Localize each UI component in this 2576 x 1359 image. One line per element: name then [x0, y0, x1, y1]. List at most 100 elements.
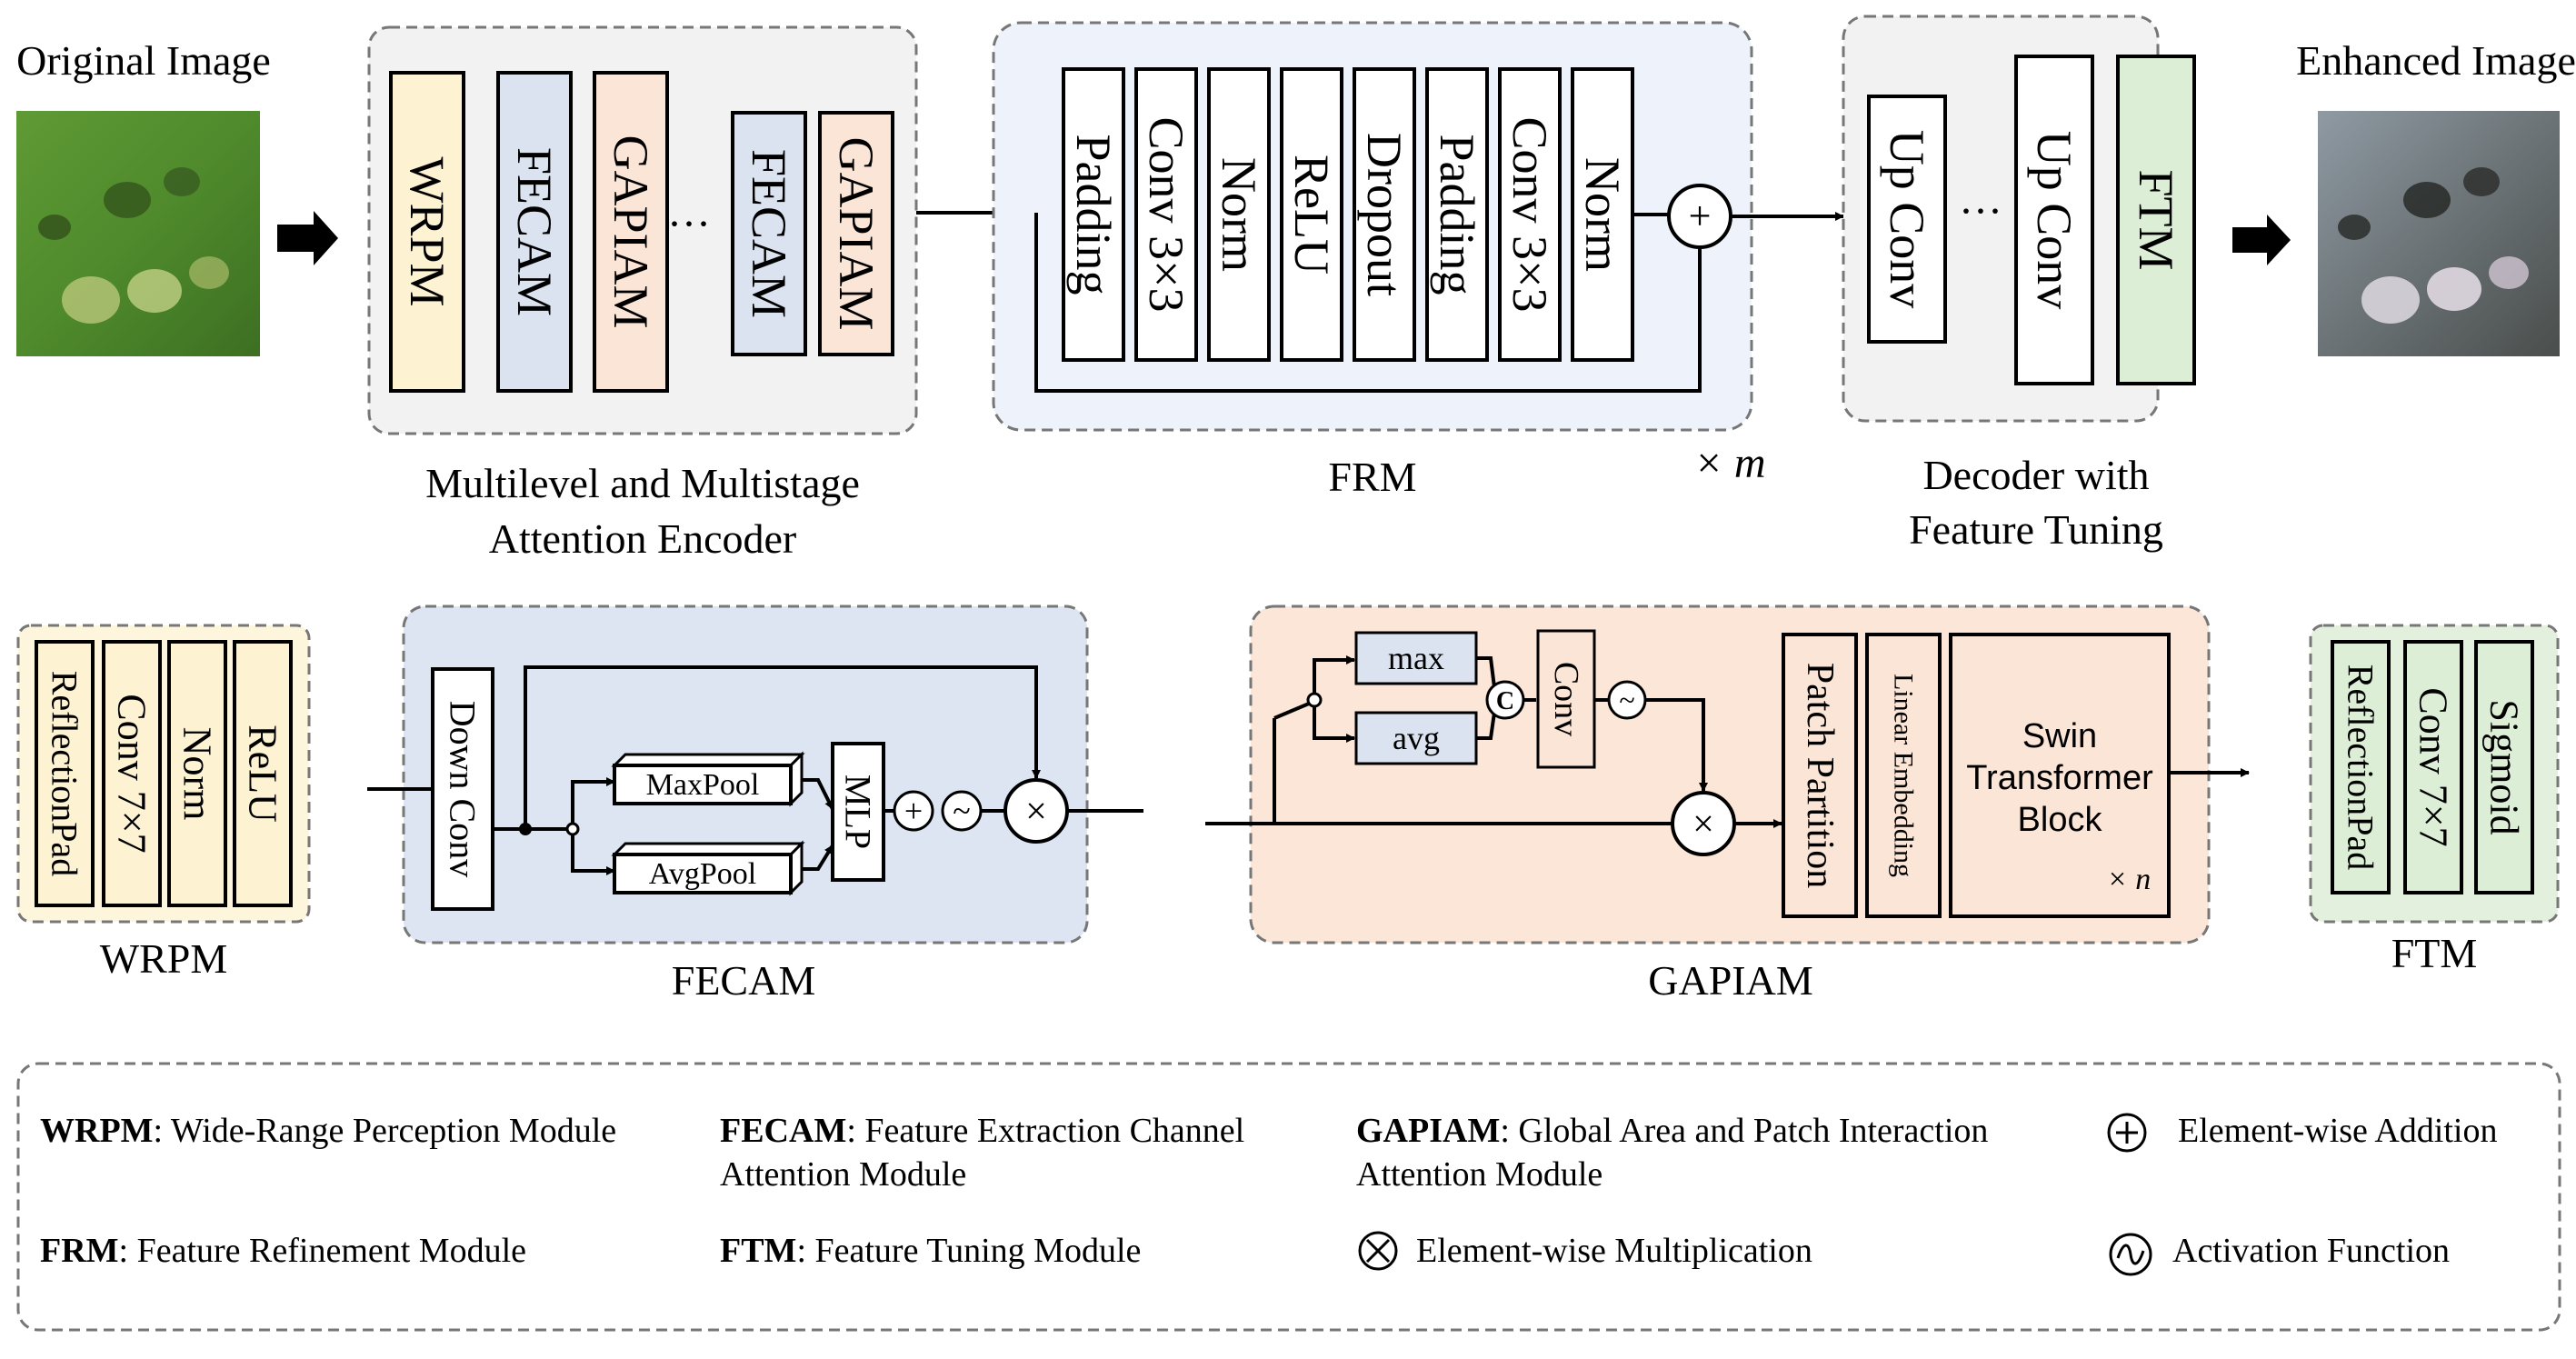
ftm-label-sigmoid: Sigmoid	[2482, 699, 2527, 834]
encoder-caption-line1: Multilevel and Multistage	[425, 460, 860, 506]
gapiam-conv-box	[1536, 629, 1596, 769]
legend: WRPM: Wide-Range Perception Module FECAM…	[40, 1112, 2497, 1276]
fecam-mul-symbol: ×	[1025, 791, 1047, 833]
wrpm-block-1	[35, 640, 95, 907]
gapiam-caption: GAPIAM	[1648, 957, 1812, 1004]
frm-block-1	[1062, 67, 1125, 362]
decoder-label-upconv-2: Up Conv	[2027, 131, 2082, 310]
frm-block-3	[1207, 67, 1271, 362]
frm-block-5	[1353, 67, 1416, 362]
gapiam-swin-line2: Transformer	[1966, 759, 2153, 797]
legend-activation-icon	[2109, 1233, 2152, 1276]
encoder-block-fecam	[496, 71, 573, 393]
legend-ftm: FTM: Feature Tuning Module	[720, 1232, 1141, 1270]
legend-panel	[16, 1062, 2561, 1332]
original-image-label: Original Image	[16, 37, 271, 84]
gapiam-diagram: max avg C Conv ~ × Patch Partition Linea…	[1205, 629, 2250, 918]
encoder-block-gapiam	[593, 71, 669, 393]
legend-wrpm: WRPM: Wide-Range Perception Module	[40, 1112, 616, 1150]
encoder-ellipsis: ···	[667, 200, 711, 248]
gapiam-conv-label: Conv	[1547, 662, 1585, 736]
gapiam-swin-repeat: × n	[2107, 863, 2151, 896]
frm-block-2	[1134, 67, 1198, 362]
fecam-maxpool-box	[613, 764, 793, 805]
encoder-caption-line2: Attention Encoder	[489, 515, 797, 562]
gapiam-patch-partition-label: Patch Partition	[1799, 663, 1841, 888]
gapiam-max-label: max	[1388, 640, 1444, 676]
wrpm-label-conv: Conv 7×7	[110, 694, 155, 853]
decoder-ellipsis: ···	[1959, 187, 2002, 235]
ftm-caption: FTM	[2391, 930, 2478, 976]
legend-addition: Element-wise Addition	[2178, 1112, 2497, 1150]
decoder-caption-line2: Feature Tuning	[1909, 506, 2163, 553]
ftm-blocks: ReflectionPad Conv 7×7 Sigmoid	[2331, 640, 2534, 894]
legend-activation: Activation Function	[2172, 1232, 2450, 1270]
encoder-label-fecam-2: FECAM	[742, 149, 796, 318]
legend-frm: FRM: Feature Refinement Module	[40, 1232, 526, 1270]
wrpm-block-3	[167, 640, 227, 907]
legend-gapiam: GAPIAM: Global Area and Patch Interactio…	[1356, 1112, 1988, 1150]
legend-mul-icon	[1358, 1231, 1398, 1271]
encoder-label-fecam: FECAM	[507, 147, 562, 316]
frm-add-symbol: +	[1689, 194, 1712, 238]
wrpm-caption: WRPM	[100, 935, 228, 982]
frm-label-norm-2: Norm	[1575, 157, 1630, 272]
input-arrow	[277, 211, 338, 265]
frm-label-padding: Padding	[1066, 134, 1121, 295]
legend-gapiam-line2: Attention Module	[1356, 1155, 1603, 1194]
ftm-label-conv: Conv 7×7	[2411, 687, 2456, 846]
gapiam-linear-embedding-box	[1865, 633, 1942, 918]
fecam-diagram: Down Conv MaxPool AvgPool MLP + ~ ×	[367, 665, 1143, 911]
fecam-avgpool-box	[613, 853, 793, 894]
decoder-caption-line1: Decoder with	[1922, 452, 2149, 498]
enhanced-underwater-image	[2318, 111, 2560, 356]
frm-block-8	[1571, 67, 1634, 362]
frm-label-relu: ReLU	[1284, 155, 1339, 275]
gapiam-concat-symbol: C	[1496, 687, 1514, 715]
gapiam-avg-label: avg	[1393, 720, 1440, 756]
fecam-mlp-label: MLP	[838, 774, 879, 849]
decoder-block-upconv-2	[2014, 55, 2094, 385]
wrpm-block-2	[102, 640, 162, 907]
wrpm-label-norm: Norm	[175, 727, 220, 821]
decoder-blocks: Up Conv Up Conv FTM ···	[1867, 55, 2196, 385]
decoder-block-ftm	[2116, 55, 2196, 385]
fecam-maxpool-label: MaxPool	[646, 768, 760, 802]
ftm-block-3	[2474, 640, 2534, 894]
gapiam-linear-embedding-label: Linear Embedding	[1889, 674, 1919, 877]
frm-label-padding-2: Padding	[1430, 134, 1484, 295]
frm-block-4	[1280, 67, 1343, 362]
gapiam-swin-line1: Swin	[2022, 717, 2097, 755]
legend-add-icon	[2107, 1113, 2147, 1153]
frm-label-norm: Norm	[1212, 157, 1266, 272]
wrpm-label-relu: ReLU	[241, 724, 285, 823]
fecam-add-symbol: +	[904, 793, 923, 829]
fecam-caption: FECAM	[672, 957, 815, 1004]
fecam-downconv-label: Down Conv	[443, 701, 484, 877]
frm-block-6	[1425, 67, 1489, 362]
legend-multiplication: Element-wise Multiplication	[1416, 1232, 1812, 1270]
frm-label-dropout: Dropout	[1357, 133, 1412, 296]
encoder-label-gapiam: GAPIAM	[604, 135, 658, 328]
wrpm-block-4	[233, 640, 293, 907]
wrpm-label-reflectionpad: ReflectionPad	[45, 671, 85, 877]
ftm-block-1	[2331, 640, 2391, 894]
ftm-label-reflectionpad: ReflectionPad	[2341, 665, 2381, 871]
fecam-add-icon	[893, 790, 934, 832]
frm-caption: FRM	[1328, 454, 1416, 500]
ftm-block-2	[2403, 640, 2463, 894]
output-arrow	[2232, 215, 2291, 265]
enhanced-image-label: Enhanced Image	[2296, 37, 2576, 84]
wrpm-blocks: ReflectionPad Conv 7×7 Norm ReLU	[35, 640, 293, 907]
legend-fecam: FECAM: Feature Extraction Channel	[720, 1112, 1244, 1150]
gapiam-max-box	[1354, 631, 1478, 685]
encoder-block-wrpm	[389, 71, 465, 393]
frm-block-7	[1498, 67, 1562, 362]
gapiam-avg-box	[1354, 711, 1478, 765]
fecam-activation-symbol: ~	[953, 793, 970, 829]
gapiam-activation-symbol: ~	[1619, 684, 1634, 716]
decoder-label-ftm: FTM	[2129, 169, 2183, 270]
encoder-label-gapiam-2: GAPIAM	[829, 136, 884, 330]
decoder-block-upconv	[1867, 95, 1947, 344]
